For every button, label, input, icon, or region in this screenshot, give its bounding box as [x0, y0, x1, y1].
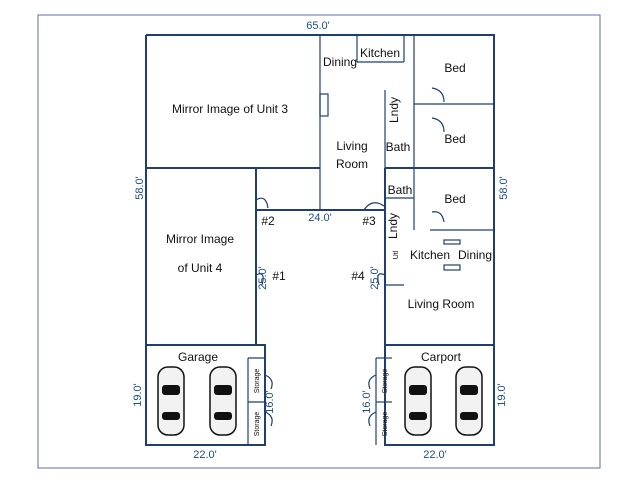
label-mirror-unit3: Mirror Image of Unit 3	[172, 102, 288, 116]
car-icon	[157, 366, 185, 436]
label-mirror-unit4-line1: Mirror Image	[166, 232, 234, 246]
dim-left-unit-depth: 25.0'	[257, 266, 269, 290]
label-unit3: #3	[362, 214, 376, 228]
label-bed-top2: Bed	[444, 132, 465, 146]
label-bed-top1: Bed	[444, 61, 465, 75]
dim-right-unit-depth: 25.0'	[369, 266, 381, 290]
label-living-line1: Living	[336, 139, 367, 153]
label-lndy-right: Lndy	[386, 213, 400, 239]
building-walls	[145, 34, 495, 446]
dim-right-bottom: 22.0'	[423, 449, 447, 461]
label-unit4: #4	[351, 269, 365, 283]
dim-left-storage: 16.0'	[264, 390, 276, 414]
label-unit1: #1	[272, 269, 286, 283]
label-mirror-unit4-line2: of Unit 4	[178, 261, 223, 275]
label-carport: Carport	[421, 350, 462, 364]
dim-garage-height: 19.0'	[132, 383, 144, 407]
label-storage-left-2: Storage	[254, 412, 261, 437]
label-dining-top: Dining	[323, 55, 357, 69]
label-unit2: #2	[261, 214, 275, 228]
label-bath-right: Bath	[388, 183, 413, 197]
dim-left-height: 58.0'	[134, 176, 146, 200]
car-icon	[404, 366, 432, 436]
label-garage: Garage	[178, 350, 218, 364]
label-storage-right-2: Storage	[382, 412, 389, 437]
dim-top-width: 65.0'	[306, 20, 330, 32]
drawing-frame	[37, 14, 601, 469]
label-kitchen-top: Kitchen	[360, 46, 400, 60]
label-bath-top: Bath	[386, 140, 411, 154]
dim-courtyard-width: 24.0'	[308, 212, 332, 224]
label-kitchen-right: Kitchen	[410, 248, 450, 262]
dim-right-height: 58.0'	[498, 176, 510, 200]
label-storage-left-1: Storage	[254, 369, 261, 394]
dim-left-bottom: 22.0'	[193, 449, 217, 461]
door-swings	[255, 87, 461, 427]
dim-carport-height: 19.0'	[496, 383, 508, 407]
car-icon	[455, 366, 483, 436]
label-bed-right: Bed	[444, 192, 465, 206]
label-storage-right-1: Storage	[382, 369, 389, 394]
label-lndy-top: Lndy	[387, 97, 401, 123]
label-living-room-right: Living Room	[408, 297, 475, 311]
label-living-line2: Room	[336, 157, 368, 171]
label-dining-right: Dining	[458, 248, 492, 262]
car-icon	[209, 366, 237, 436]
label-util: Utl	[393, 250, 400, 259]
dim-right-storage: 16.0'	[361, 390, 373, 414]
car-icons	[157, 366, 483, 436]
